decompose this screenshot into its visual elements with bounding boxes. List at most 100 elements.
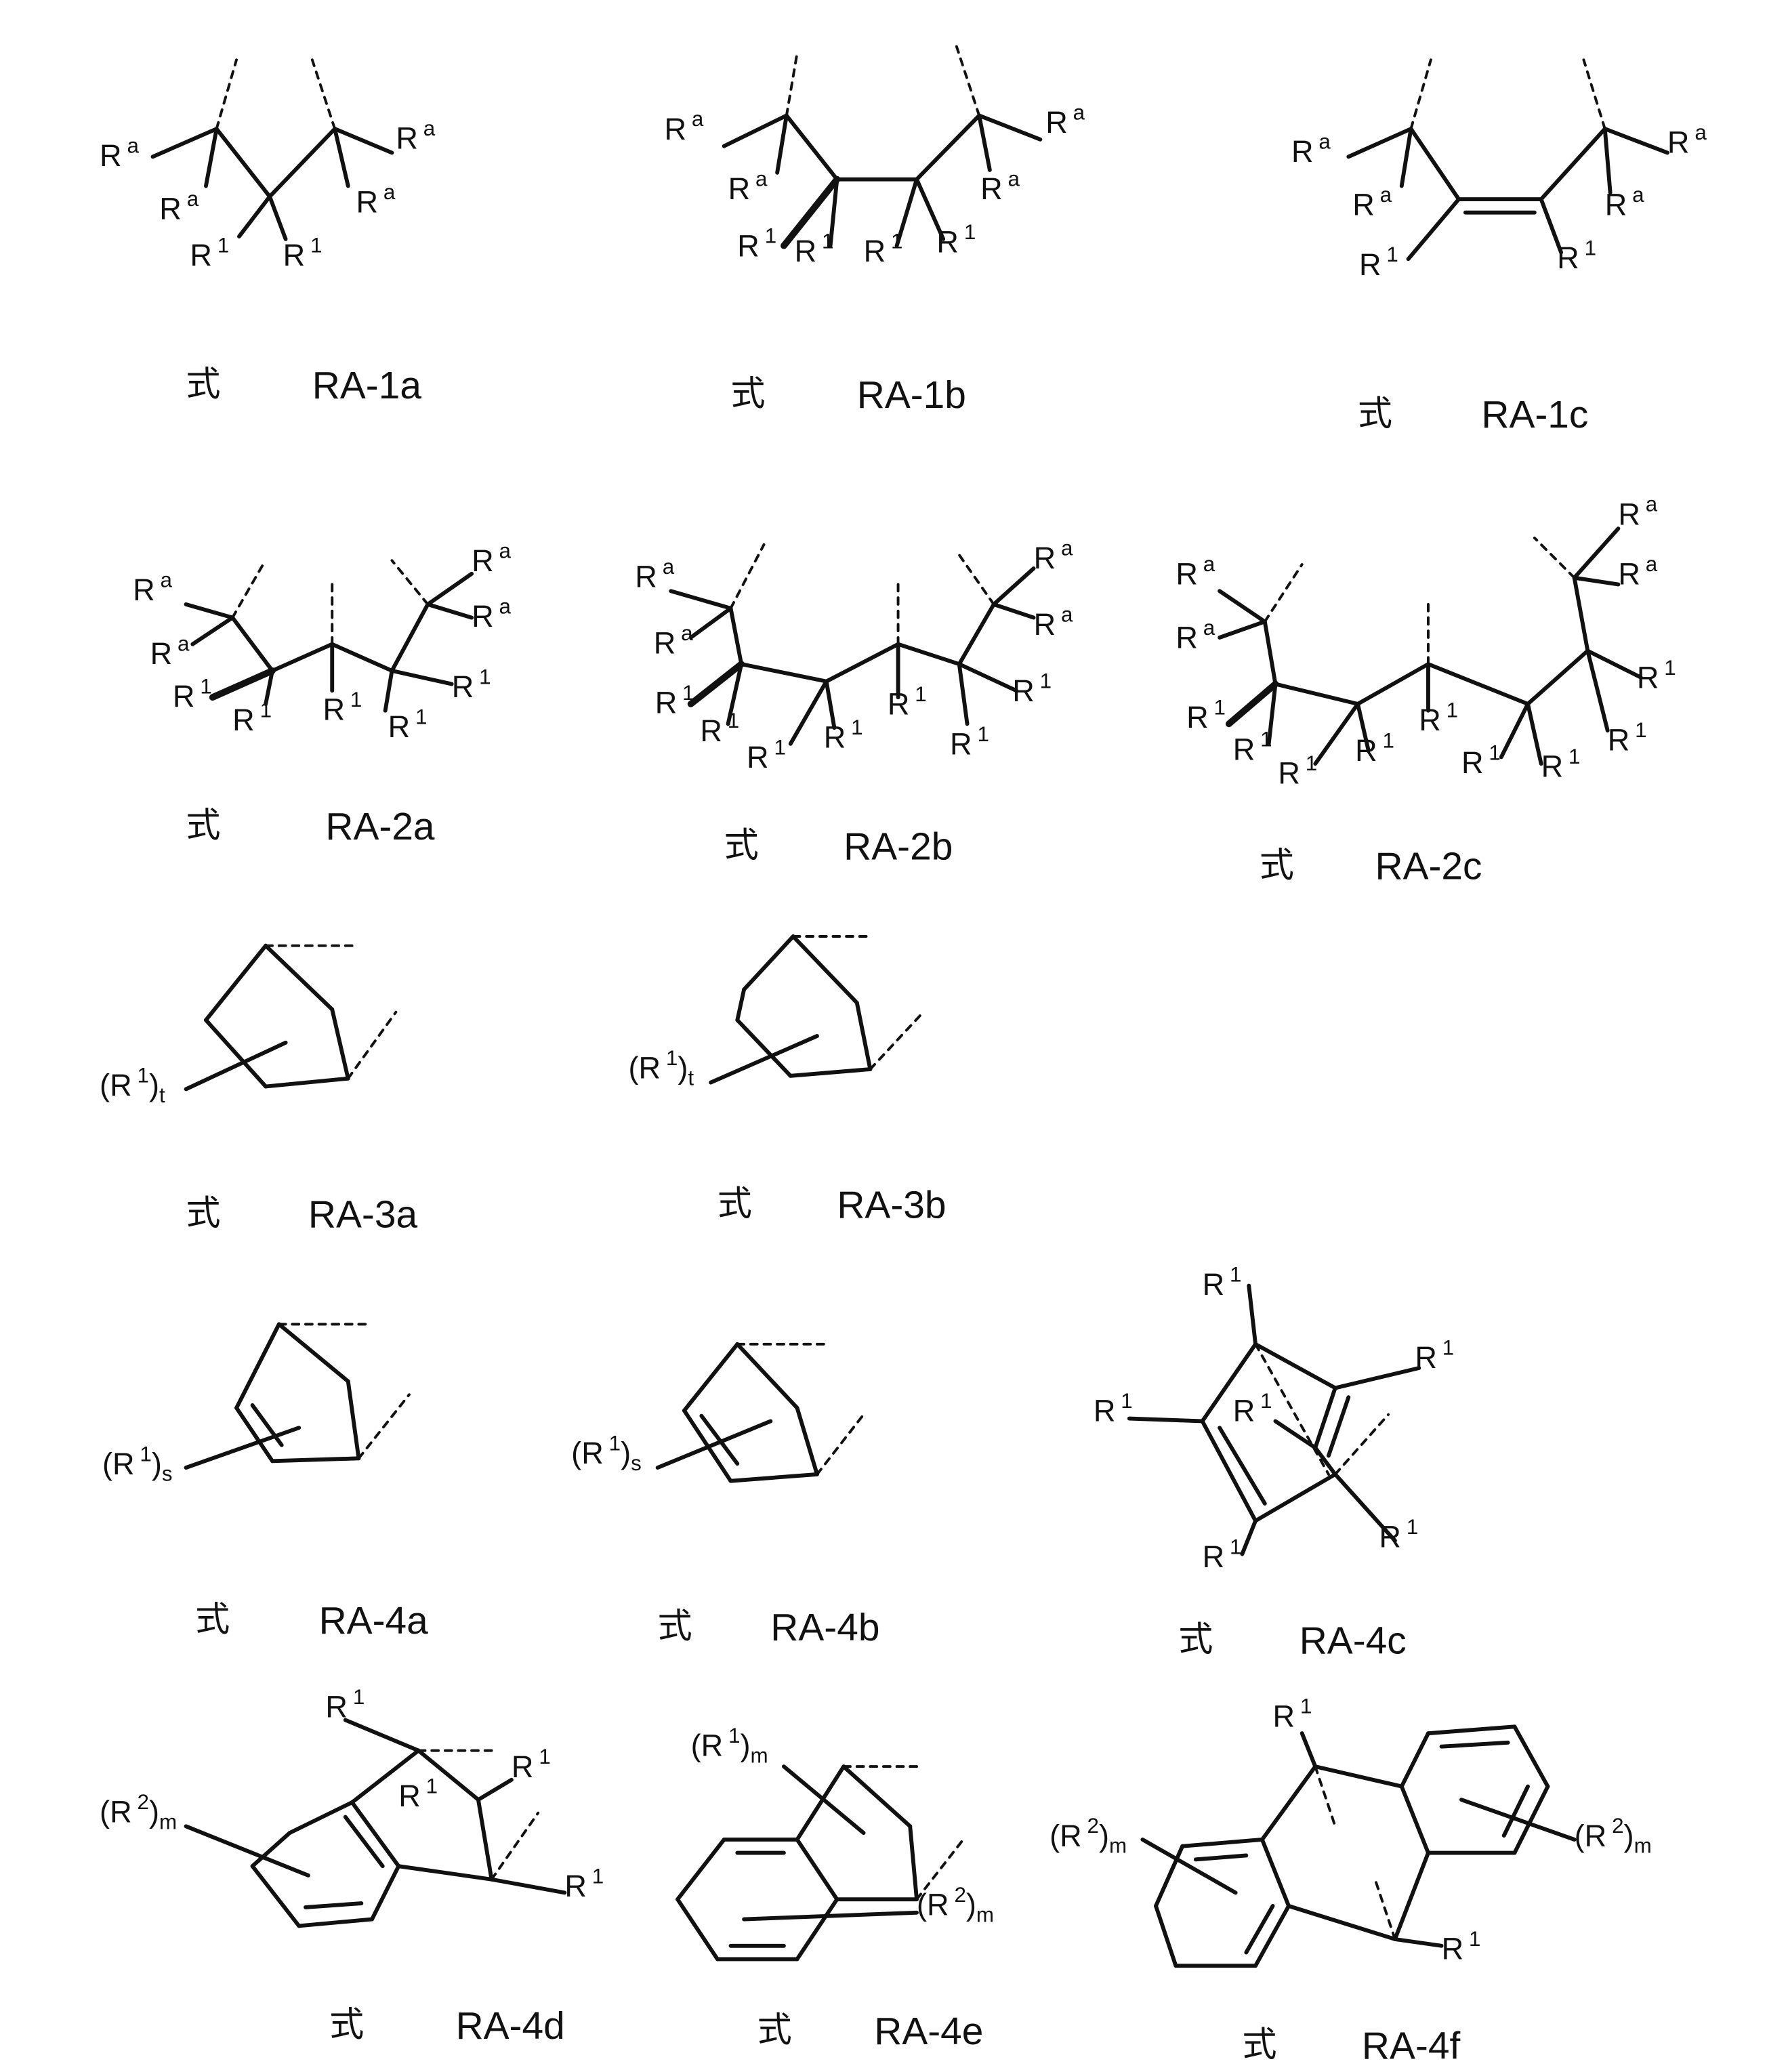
label-sup: 1 xyxy=(609,1432,621,1455)
bond xyxy=(1402,1787,1428,1853)
substituent-label: Ra xyxy=(1176,616,1215,655)
bond xyxy=(730,608,741,664)
substituent-label: R1 xyxy=(1557,236,1596,275)
substituent-label: Ra xyxy=(664,107,703,146)
label-base: (R xyxy=(691,1728,724,1762)
substituent-label: R1 xyxy=(824,716,863,755)
label-sup: a xyxy=(1203,616,1215,640)
formula-prefix: 式 xyxy=(195,1600,230,1640)
label-sub: m xyxy=(751,1743,768,1767)
bond xyxy=(1156,1906,1176,1966)
bond xyxy=(1442,1743,1508,1747)
label-base: R xyxy=(564,1869,587,1903)
substituent-label: R1 xyxy=(1233,1389,1272,1428)
formula-prefix: 式 xyxy=(1358,394,1392,434)
substituent-label: R1 xyxy=(747,735,786,774)
dashed-bond xyxy=(232,564,263,617)
bond xyxy=(428,604,472,618)
substituent-label: Ra xyxy=(133,568,172,607)
substituent-label: R1 xyxy=(388,705,428,744)
label-sup: a xyxy=(187,187,199,211)
substituent-label: R1 xyxy=(936,220,976,260)
label-base: R xyxy=(356,185,379,220)
bond xyxy=(1501,704,1528,757)
substituent-label: R1 xyxy=(1359,243,1398,282)
substituent-label: Ra xyxy=(1034,536,1073,575)
label-close: ) xyxy=(149,1794,159,1829)
bond xyxy=(857,1003,871,1069)
substituent-label: R1 xyxy=(1608,718,1647,758)
dashed-bond xyxy=(1335,1415,1388,1474)
bond xyxy=(724,116,787,146)
substituent-label: R1 xyxy=(655,681,694,720)
substituent-label: R1 xyxy=(398,1774,438,1813)
label-close: ) xyxy=(621,1436,631,1470)
label-base: R xyxy=(936,224,959,259)
bond xyxy=(213,671,272,697)
bond xyxy=(959,664,1016,690)
label-sup: 1 xyxy=(1386,243,1398,266)
substituent-label: Ra xyxy=(356,180,396,220)
bond xyxy=(272,1458,358,1461)
dashed-bond xyxy=(1375,1880,1395,1939)
bond xyxy=(979,116,1040,140)
label-sup: 1 xyxy=(1306,751,1317,775)
bond xyxy=(1182,1840,1262,1846)
bond xyxy=(737,1344,797,1408)
label-sup: 2 xyxy=(954,1883,965,1907)
substituent-label: Ra xyxy=(1291,130,1331,169)
bond xyxy=(1587,651,1607,731)
dashed-bond xyxy=(1315,1766,1335,1826)
label-sub: s xyxy=(631,1451,642,1475)
label-sup: a xyxy=(681,621,693,645)
formula-name: RA-3b xyxy=(837,1184,946,1227)
bond xyxy=(289,1802,352,1833)
bond xyxy=(1528,651,1587,704)
bond xyxy=(332,644,392,671)
formula-prefix: 式 xyxy=(730,374,765,414)
label-base: R xyxy=(888,687,910,722)
bond xyxy=(1289,1906,1395,1939)
label-sup: 1 xyxy=(774,735,785,759)
label-base: R xyxy=(1012,674,1035,708)
formula-prefix: 式 xyxy=(186,806,221,846)
bond xyxy=(737,989,744,1020)
label-base: R xyxy=(398,1779,421,1813)
bond xyxy=(979,116,990,170)
bond xyxy=(206,946,266,1020)
label-sup: a xyxy=(663,555,675,579)
bond xyxy=(1428,1726,1514,1733)
substituent-label: Ra xyxy=(635,555,674,594)
label-base: R xyxy=(1379,1520,1401,1554)
bond xyxy=(392,671,451,684)
formula-prefix: 式 xyxy=(1260,846,1294,886)
label-sup: a xyxy=(383,180,396,204)
bond xyxy=(658,1421,771,1468)
bond xyxy=(270,129,335,196)
dashed-bond xyxy=(312,60,335,129)
label-sup: 1 xyxy=(977,722,989,746)
label-base: R xyxy=(737,228,760,263)
substituent-label: R1 xyxy=(1461,741,1501,780)
formula-name: RA-2b xyxy=(844,825,953,868)
substituent-label: R1 xyxy=(1203,1535,1242,1575)
bond xyxy=(1348,129,1411,157)
formula-name: RA-1b xyxy=(857,374,966,417)
bond xyxy=(1255,1906,1289,1966)
bond xyxy=(994,568,1034,604)
substituent-label: R1 xyxy=(1094,1389,1133,1428)
formula-name: RA-4e xyxy=(874,2010,983,2053)
bond xyxy=(744,1913,917,1920)
label-sup: 1 xyxy=(822,230,833,253)
label-sup: a xyxy=(423,117,436,140)
label-base: R xyxy=(1273,1699,1295,1733)
bond xyxy=(1249,1286,1255,1344)
label-base: R xyxy=(512,1749,534,1784)
label-base: R xyxy=(472,543,494,578)
bond xyxy=(741,664,826,681)
dashed-bond xyxy=(957,552,994,604)
dashed-bond xyxy=(817,1415,864,1474)
substituent-label: (R2)m xyxy=(917,1883,994,1926)
dashed-bond xyxy=(1411,60,1430,129)
bond xyxy=(1242,1520,1255,1554)
